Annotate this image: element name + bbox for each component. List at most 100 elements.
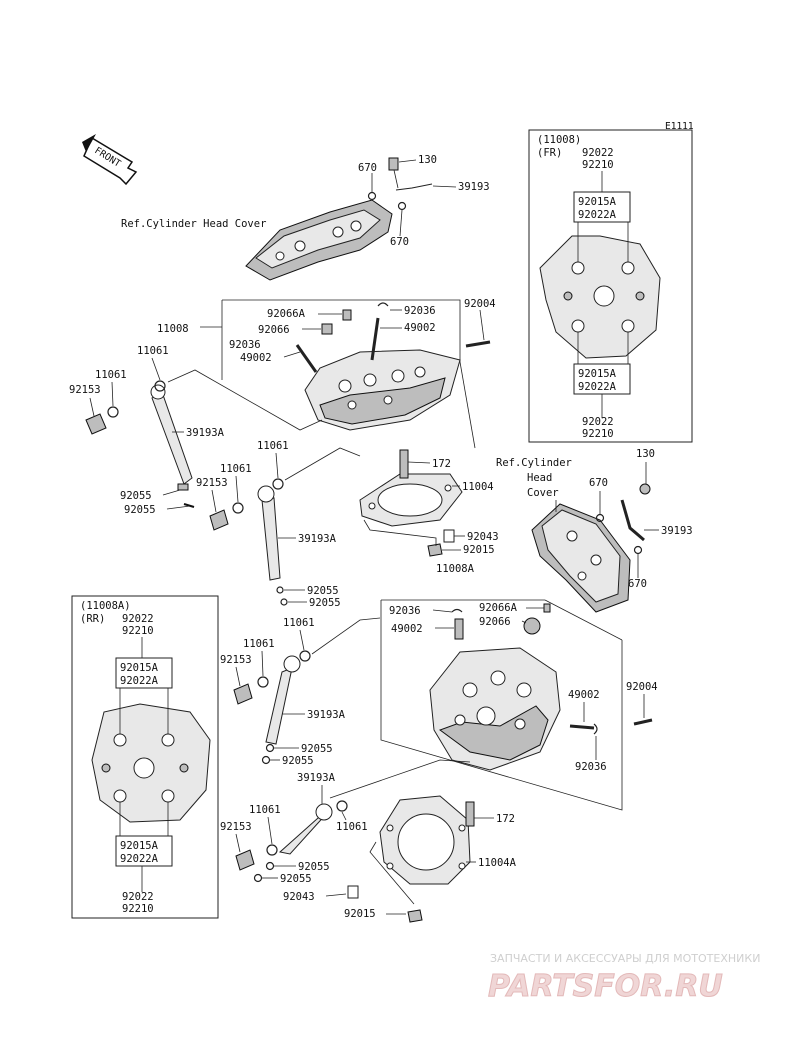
part-label: 49002 bbox=[568, 689, 600, 701]
part-label: 92153 bbox=[220, 654, 252, 666]
dowel-92043-rear bbox=[347, 885, 359, 899]
part-label: 92022A bbox=[578, 209, 617, 221]
part-label: 92015A bbox=[578, 368, 617, 380]
head-gasket-rear bbox=[379, 795, 471, 885]
part-label: 92055 bbox=[282, 755, 314, 767]
fitting-130 bbox=[639, 483, 651, 495]
oil-pipe-rear bbox=[233, 650, 311, 765]
part-label: 92015A bbox=[578, 196, 617, 208]
valve-guide-rear bbox=[569, 724, 595, 730]
part-label: 39193 bbox=[661, 525, 693, 537]
front-arrow: FRONT bbox=[82, 134, 138, 186]
part-label: 670 bbox=[628, 578, 647, 590]
part-label: 92022 bbox=[582, 416, 614, 428]
part-label: 39193A bbox=[298, 533, 337, 545]
cylinder-head-front-topview bbox=[539, 235, 661, 359]
oil-pipe-fitting-top bbox=[367, 157, 433, 211]
part-label: 39193A bbox=[307, 709, 346, 721]
part-label: 39193A bbox=[297, 772, 336, 784]
bolt-92015-rear bbox=[407, 909, 423, 923]
part-label: 92015A bbox=[120, 662, 159, 674]
stud-172 bbox=[399, 449, 409, 479]
part-label: 92022 bbox=[122, 613, 154, 625]
part-label: 172 bbox=[496, 813, 515, 825]
part-label: 92022 bbox=[582, 147, 614, 159]
part-label: 11004A bbox=[478, 857, 517, 869]
part-label: 92015A bbox=[120, 840, 159, 852]
oil-pipe-front-2 bbox=[209, 478, 288, 606]
part-label: 670 bbox=[358, 162, 377, 174]
head-gasket-front bbox=[359, 473, 463, 527]
valve-guide bbox=[370, 317, 380, 361]
ref-cover-right-3: Cover bbox=[527, 487, 559, 499]
valve-stem-seal bbox=[342, 309, 352, 321]
part-label: 11061 bbox=[283, 617, 315, 629]
part-label: 92022A bbox=[120, 675, 159, 687]
part-label: 92036 bbox=[404, 305, 436, 317]
part-label: 92055 bbox=[280, 873, 312, 885]
part-label: 11061 bbox=[249, 804, 281, 816]
part-label: 92015 bbox=[463, 544, 495, 556]
part-label: 130 bbox=[636, 448, 655, 460]
part-label: 11004 bbox=[462, 481, 494, 493]
part-label: 92055 bbox=[124, 504, 156, 516]
part-label: 92022A bbox=[120, 853, 159, 865]
cylinder-head-cover-rear bbox=[531, 503, 631, 613]
valve-stem-seal-rear bbox=[454, 618, 464, 640]
spring-seat-rear bbox=[523, 617, 541, 635]
part-label: 92055 bbox=[120, 490, 152, 502]
part-label: 172 bbox=[432, 458, 451, 470]
part-label: 11061 bbox=[336, 821, 368, 833]
ref-cover-top-label: Ref.Cylinder Head Cover bbox=[121, 218, 266, 230]
part-label: 92066A bbox=[479, 602, 518, 614]
part-label: 11061 bbox=[220, 463, 252, 475]
cylinder-head-rear-topview bbox=[91, 703, 211, 823]
part-label: 92153 bbox=[69, 384, 101, 396]
part-label: 92153 bbox=[220, 821, 252, 833]
part-label: 92043 bbox=[467, 531, 499, 543]
part-label: 670 bbox=[589, 477, 608, 489]
part-label: 92036 bbox=[229, 339, 261, 351]
cylinder-head-front bbox=[304, 349, 461, 431]
part-label: 92055 bbox=[301, 743, 333, 755]
part-label: 92015 bbox=[344, 908, 376, 920]
part-label: 92043 bbox=[283, 891, 315, 903]
part-label: 39193 bbox=[458, 181, 490, 193]
oil-pipe-rear-2 bbox=[235, 800, 348, 883]
watermark-tagline: ЗАПЧАСТИ И АКСЕССУАРЫ ДЛЯ МОТОТЕХНИКИ bbox=[490, 952, 760, 965]
oil-pipe-39193 bbox=[620, 499, 645, 542]
inset-front-pos: (FR) bbox=[537, 147, 562, 159]
dowel-92043 bbox=[443, 529, 455, 543]
part-label: 11061 bbox=[137, 345, 169, 357]
inset-front-assy: (11008) bbox=[537, 134, 581, 146]
cylinder-head-cover-top bbox=[245, 199, 393, 281]
part-label: 92210 bbox=[122, 903, 154, 915]
part-label: 92036 bbox=[389, 605, 421, 617]
valve-guide bbox=[295, 344, 318, 373]
ref-cover-right-1: Ref.Cylinder bbox=[496, 457, 572, 469]
inset-rear-assy: (11008A) bbox=[80, 600, 131, 612]
part-label: 92210 bbox=[582, 428, 614, 440]
part-label: 670 bbox=[390, 236, 409, 248]
part-label: 11061 bbox=[95, 369, 127, 381]
part-label: 11008A bbox=[436, 563, 475, 575]
part-label: 11061 bbox=[243, 638, 275, 650]
part-label: 92004 bbox=[464, 298, 496, 310]
part-label: 92055 bbox=[298, 861, 330, 873]
part-label: 92036 bbox=[575, 761, 607, 773]
part-label: 92055 bbox=[307, 585, 339, 597]
diagram-code: E1111 bbox=[665, 121, 694, 132]
inset-rear bbox=[71, 595, 219, 919]
part-label: 92153 bbox=[196, 477, 228, 489]
part-label: 92055 bbox=[309, 597, 341, 609]
part-label: 92066A bbox=[267, 308, 306, 320]
stud-bolt-rear bbox=[633, 718, 653, 726]
part-label: 92066 bbox=[258, 324, 290, 336]
part-label: 11061 bbox=[257, 440, 289, 452]
part-label: 130 bbox=[418, 154, 437, 166]
part-label: 11008 bbox=[157, 323, 189, 335]
part-label: 39193A bbox=[186, 427, 225, 439]
stud-bolt bbox=[465, 340, 491, 348]
